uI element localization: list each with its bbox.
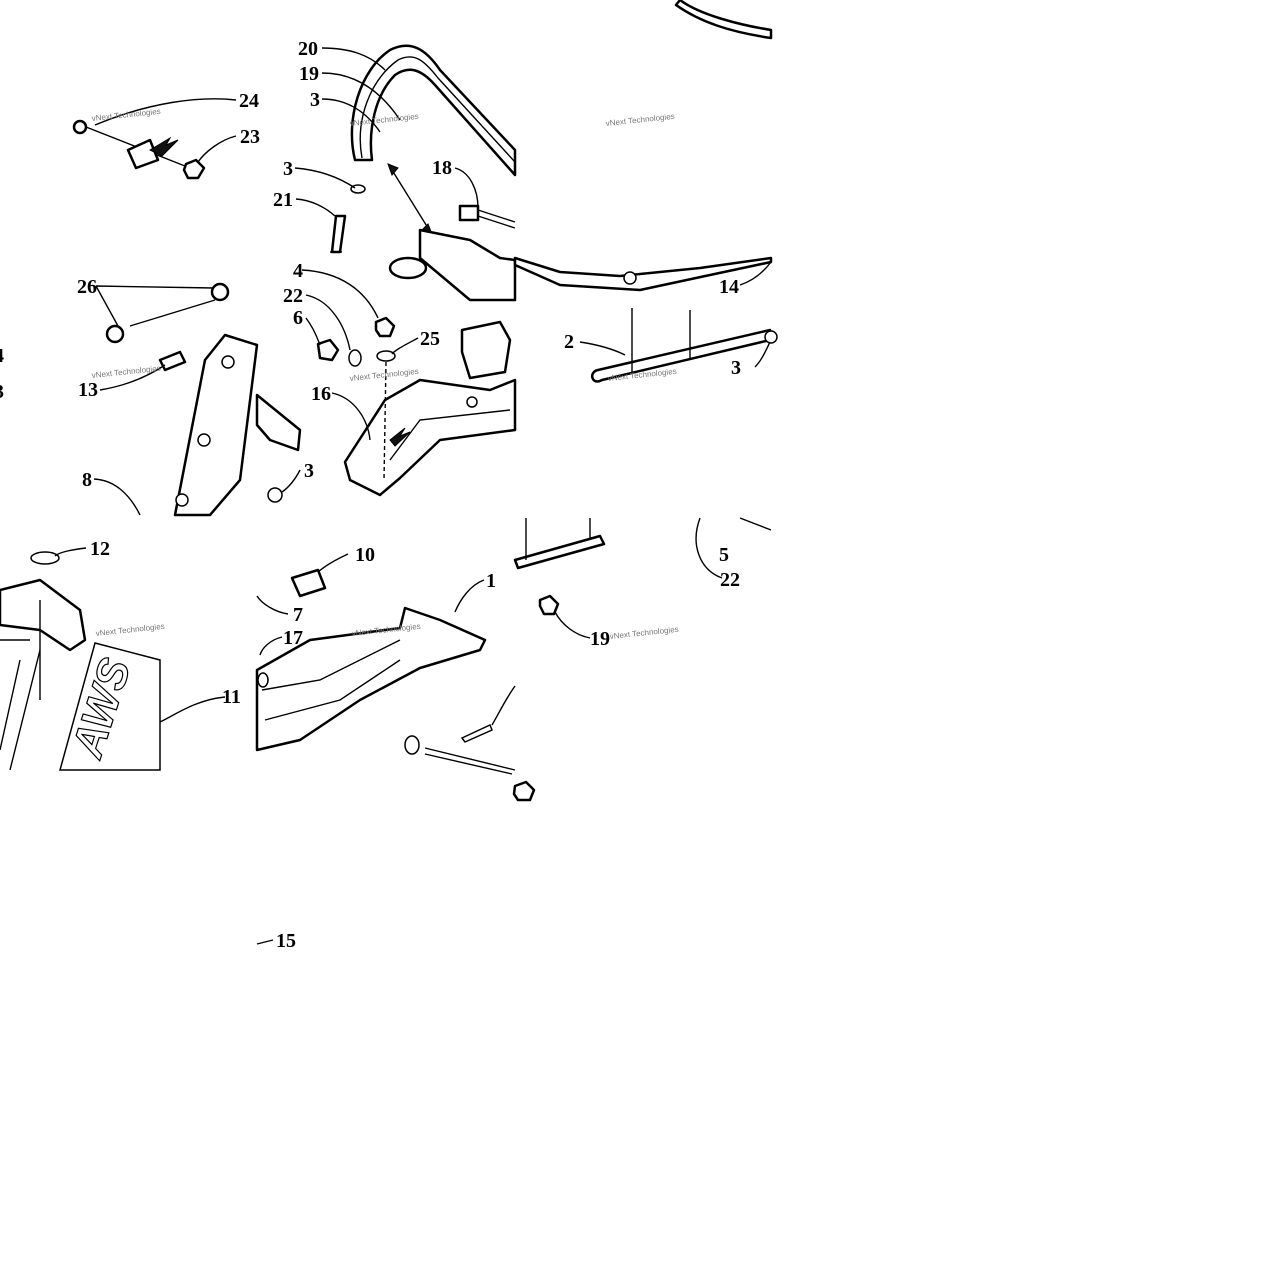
washer-3-lower bbox=[267, 487, 283, 503]
callout-18: 18 bbox=[432, 157, 452, 179]
callout-11: 11 bbox=[222, 686, 241, 708]
callout-22: 22 bbox=[720, 569, 740, 591]
arm-bracket bbox=[173, 333, 259, 517]
bolt-21 bbox=[330, 214, 347, 254]
callout-1: 1 bbox=[486, 570, 496, 592]
callout-14: 14 bbox=[719, 276, 739, 298]
callout-10: 10 bbox=[355, 544, 375, 566]
callout-3: 3 bbox=[310, 89, 320, 111]
callout-15: 15 bbox=[276, 930, 296, 952]
spindle-block bbox=[418, 228, 517, 302]
nut-26-left bbox=[105, 324, 125, 344]
rubber-block bbox=[460, 320, 512, 380]
leader-lines bbox=[54, 47, 772, 945]
watermark: vNext Technologies bbox=[91, 107, 161, 123]
wear-rod-2 bbox=[590, 328, 772, 383]
callout-19: 19 bbox=[299, 63, 319, 85]
callout-17: 17 bbox=[283, 627, 303, 649]
nut-23 bbox=[182, 158, 206, 180]
watermark: vNext Technologies bbox=[91, 364, 161, 380]
bolt-24-head bbox=[72, 119, 88, 135]
ski-saddle-16 bbox=[343, 378, 517, 497]
nut-19-lower bbox=[538, 594, 560, 616]
callout-2: 2 bbox=[564, 331, 574, 353]
callout-12: 12 bbox=[90, 538, 110, 560]
callout-25: 25 bbox=[420, 328, 440, 350]
callout-20: 20 bbox=[298, 38, 318, 60]
callout-7: 7 bbox=[293, 604, 303, 626]
callout-3: 3 bbox=[304, 460, 314, 482]
washer-25 bbox=[376, 350, 396, 362]
bottom-bolt-head bbox=[512, 780, 536, 802]
callout-6: 6 bbox=[293, 307, 303, 329]
callout-layer: 20 19 3 24 23 3 18 21 26 4 22 6 25 14 2 … bbox=[0, 38, 741, 952]
callout-26: 26 bbox=[77, 276, 97, 298]
callout-19: 19 bbox=[590, 628, 610, 650]
watermark: vNext Technologies bbox=[609, 625, 679, 641]
callout-5: 5 bbox=[719, 544, 729, 566]
nut-4 bbox=[374, 316, 396, 338]
nut-6 bbox=[316, 338, 340, 362]
nut-26-top bbox=[210, 282, 230, 302]
callout-16: 16 bbox=[311, 383, 331, 405]
callout-3: 3 bbox=[283, 158, 293, 180]
shock-bracket bbox=[0, 578, 87, 652]
watermark-layer: vNext Technologies vNext Technologies vN… bbox=[91, 107, 679, 641]
shock-decal-11 bbox=[59, 642, 161, 771]
callout-23: 23 bbox=[240, 126, 260, 148]
washer-bottom bbox=[404, 735, 420, 755]
bumper-fragment bbox=[674, 0, 773, 40]
callout-24: 24 bbox=[239, 90, 259, 112]
callout-13: 13 bbox=[78, 379, 98, 401]
ski-curve-14 bbox=[513, 256, 773, 292]
bushing-top bbox=[388, 256, 428, 280]
callout-3: 3 bbox=[731, 357, 741, 379]
callout-22: 22 bbox=[283, 285, 303, 307]
callout-4: 4 bbox=[293, 260, 303, 282]
callout-8: 8 bbox=[82, 469, 92, 491]
callout-edge-3: 3 bbox=[0, 381, 4, 403]
spacer-10 bbox=[290, 568, 327, 598]
ski-handle-loop bbox=[350, 44, 517, 177]
bushing-cup bbox=[126, 138, 160, 170]
drawing-layer bbox=[0, 0, 778, 802]
bolt-18-head bbox=[458, 204, 480, 222]
linkage-fragment bbox=[255, 393, 302, 452]
watermark: vNext Technologies bbox=[605, 112, 675, 128]
callout-21: 21 bbox=[273, 189, 293, 211]
watermark: vNext Technologies bbox=[349, 367, 419, 383]
stud-rail bbox=[513, 534, 606, 570]
cap-12 bbox=[30, 551, 60, 565]
watermark: vNext Technologies bbox=[95, 622, 165, 638]
washer-22 bbox=[348, 349, 362, 367]
grease-fitting-13 bbox=[158, 350, 187, 372]
callout-edge-4: 4 bbox=[0, 345, 4, 367]
